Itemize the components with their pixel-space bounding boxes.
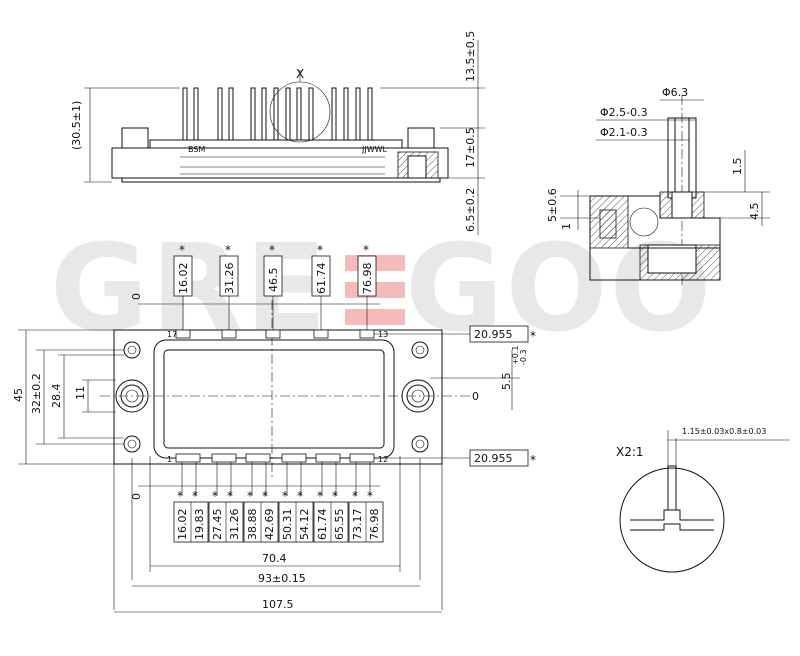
top-label-5: 76.98 [361,263,374,295]
bottom-label-11: 73.17 [351,509,364,541]
top-star-2: * [225,243,231,257]
dim-5: 5±0.6 [546,188,559,222]
top-labels: 16.02 * 31.26 * 46.5 * 61.74 * 76.98 * [173,243,377,297]
dim-5-5-tol-lower: -0.3 [519,349,528,365]
detail-view: X2:1 1.15±0.03x0.8±0.03 [616,427,790,573]
dim-total-height: (30.5±1) [70,101,83,150]
dim-top-height: 13.5±0.5 [464,31,477,82]
top-label-2: 31.26 [223,263,236,295]
bottom-star-11: * [352,489,358,503]
top-star-4: * [317,243,323,257]
ref-top-star: * [530,329,536,343]
dim-70-4: 70.4 [262,552,287,565]
dim-107-5: 107.5 [262,598,294,611]
dim-28-4: 28.4 [50,384,63,409]
bottom-labels: * * 16.02 19.83 * * 27.45 31.26 * * 38.8… [173,489,384,543]
detail-x-marker: X [296,67,304,81]
bottom-star-12: * [367,489,373,503]
top-star-5: * [363,243,369,257]
label-bsm: BSM [188,145,205,154]
bottom-label-3: 27.45 [211,509,224,541]
top-star-3: * [269,243,275,257]
dim-1: 1 [560,223,573,230]
bottom-label-8: 54.12 [298,509,311,541]
ref-top-value: 20.955 [474,328,513,341]
bottom-star-4: * [227,489,233,503]
bottom-label-12: 76.98 [368,509,381,541]
top-label-4: 61.74 [315,263,328,295]
bottom-star-2: * [192,489,198,503]
ref-bottom-star: * [530,453,536,467]
section-view: Φ6.3 Φ2.5-0.3 Φ2.1-0.3 1.5 4.5 5±0.6 1 [546,86,770,285]
pin-label-12: 12 [378,455,388,464]
bottom-star-9: * [317,489,323,503]
dim-mid-height: 17±0.5 [464,127,477,168]
dim-4-5: 4.5 [748,203,761,221]
zero-bottom: 0 [130,493,143,500]
bottom-label-9: 61.74 [316,509,329,541]
bottom-label-6: 42.69 [263,509,276,541]
dim-5-5: 5.5 [500,373,513,391]
zero-top: 0 [130,293,143,300]
bottom-leaders [181,462,371,496]
detail-x-circle [269,81,331,143]
pin-label-13: 13 [378,330,388,339]
dim-45: 45 [12,388,25,402]
pin-label-1: 1 [167,455,172,464]
bottom-label-4: 31.26 [228,509,241,541]
zero-right: 0 [472,390,479,403]
ref-bottom-value: 20.955 [474,452,513,465]
bottom-star-7: * [282,489,288,503]
top-view: 17 13 1 12 0 16.02 * 31.26 * 46.5 * 61.7… [12,243,536,613]
dim-phi-inner: Φ2.1-0.3 [600,126,648,139]
bottom-star-10: * [332,489,338,503]
side-view: X BSM JJWWL (30.5±1) 13.5±0.5 17±0.5 6.5… [70,31,485,235]
watermark-bar-3 [345,309,405,325]
bottom-label-7: 50.31 [281,509,294,541]
bottom-star-5: * [247,489,253,503]
dim-phi-outer: Φ6.3 [662,86,688,99]
dim-93: 93±0.15 [258,572,306,585]
bottom-star-8: * [297,489,303,503]
dim-1-5: 1.5 [731,158,744,176]
detail-scale: X2:1 [616,445,644,459]
bottom-star-1: * [177,489,183,503]
detail-pin-dim: 1.15±0.03x0.8±0.03 [682,427,766,436]
bottom-label-5: 38.88 [246,509,259,541]
watermark-text-right: GOO [405,220,714,359]
pin-label-17: 17 [167,330,177,339]
top-label-1: 16.02 [177,263,190,295]
bottom-label-1: 16.02 [176,509,189,541]
top-star-1: * [179,243,185,257]
dim-11: 11 [74,386,87,400]
bottom-star-3: * [212,489,218,503]
dim-base-height: 6.5±0.2 [464,188,477,232]
top-label-3: 46.5 [267,268,280,293]
bottom-star-6: * [262,489,268,503]
bottom-pins [175,453,375,463]
dim-32: 32±0.2 [30,373,43,414]
label-jjwwl: JJWWL [361,145,388,154]
bottom-label-10: 65.55 [333,509,346,541]
bottom-label-2: 19.83 [193,509,206,541]
dim-5-5-tol-upper: +0.1 [511,346,520,365]
dim-phi-mid: Φ2.5-0.3 [600,106,648,119]
